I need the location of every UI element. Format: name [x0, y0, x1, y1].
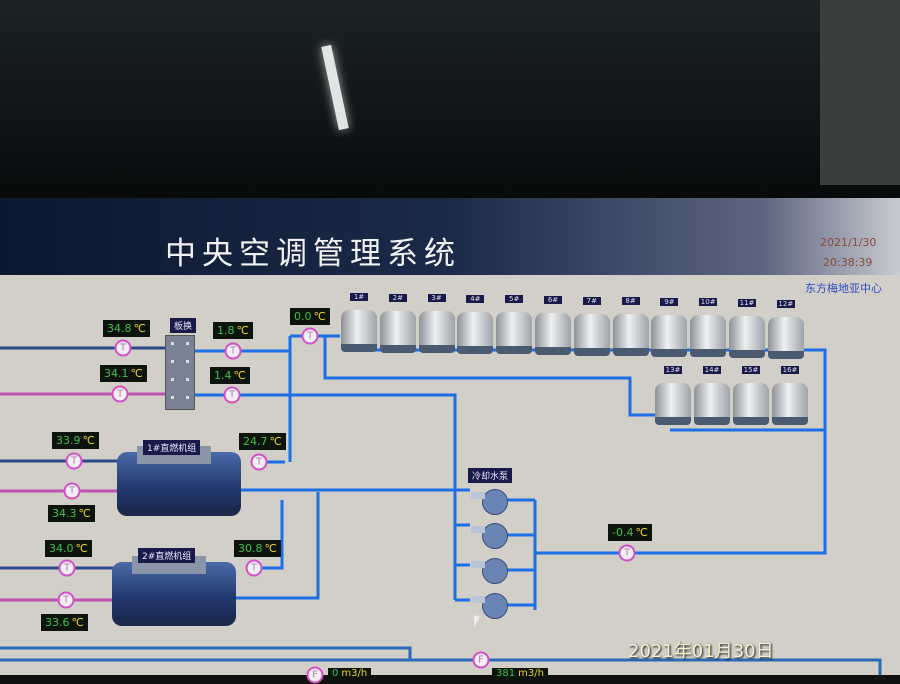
cooling-tower-label: 14#	[703, 366, 721, 374]
date-display: 2021/1/30	[820, 236, 877, 249]
cooling-tower[interactable]	[379, 310, 416, 353]
cooling-tower[interactable]	[729, 316, 765, 358]
cooling-pump[interactable]	[471, 489, 508, 515]
cooling-tower-label: 6#	[544, 296, 562, 304]
cooling-pump-label: 冷却水泵	[468, 468, 513, 483]
mouse-cursor	[474, 615, 480, 627]
photo-date-stamp: 2021年01月30日	[628, 641, 774, 662]
cooling-tower[interactable]	[772, 383, 808, 425]
temp-readout: 1.8℃	[213, 322, 253, 339]
cooling-pump[interactable]	[471, 593, 508, 619]
cooling-tower-label: 15#	[742, 366, 760, 374]
temp-readout: 0.0℃	[290, 308, 330, 325]
chiller-1-label: 1#直燃机组	[143, 440, 201, 455]
temp-readout: 30.8℃	[234, 540, 281, 557]
temperature-sensor[interactable]: T	[114, 339, 132, 357]
cooling-tower-label: 5#	[505, 295, 524, 304]
temp-readout: 34.3℃	[48, 505, 95, 522]
pipe	[350, 348, 827, 610]
cooling-tower-label: 13#	[664, 366, 682, 374]
cooling-tower-label: 3#	[427, 294, 446, 303]
pipe	[235, 492, 320, 600]
pipe	[0, 459, 120, 570]
temperature-sensor[interactable]: T	[65, 452, 83, 470]
cooling-tower[interactable]	[767, 316, 804, 359]
cooling-tower-label: 12#	[776, 299, 795, 308]
temp-readout: 34.1℃	[100, 365, 147, 382]
temperature-sensor[interactable]: T	[618, 544, 636, 562]
temp-readout: 34.0℃	[45, 540, 92, 557]
chiller-2[interactable]	[112, 556, 236, 626]
cooling-pump[interactable]	[471, 558, 508, 584]
cooling-tower-label: 16#	[781, 366, 799, 374]
temperature-sensor[interactable]: T	[111, 385, 129, 403]
cooling-tower[interactable]	[612, 314, 649, 357]
cooling-tower-label: 9#	[660, 297, 679, 306]
temperature-sensor[interactable]: T	[223, 386, 241, 404]
temp-readout: 33.9℃	[52, 432, 99, 449]
cooling-tower[interactable]	[694, 383, 730, 425]
cooling-tower-label: 10#	[699, 298, 718, 307]
temperature-sensor[interactable]: T	[58, 559, 76, 577]
heat-exchanger-label: 板换	[170, 318, 197, 333]
cooling-tower[interactable]	[733, 383, 769, 425]
cooling-tower[interactable]	[535, 313, 571, 355]
pipe	[195, 393, 470, 602]
cooling-tower[interactable]	[690, 315, 727, 358]
cooling-tower[interactable]	[418, 311, 455, 354]
temperature-sensor[interactable]: T	[301, 327, 319, 345]
pipe	[0, 646, 882, 675]
chiller-2-label: 2#直燃机组	[138, 548, 196, 563]
temperature-sensor[interactable]: T	[245, 559, 263, 577]
cooling-tower-label: 7#	[582, 296, 601, 305]
temp-readout: 34.8℃	[103, 320, 150, 337]
cooling-tower-label: 2#	[388, 293, 407, 302]
pipe	[240, 460, 455, 492]
flow-sensor[interactable]: F	[472, 651, 490, 669]
pipe	[323, 336, 660, 417]
time-display: 20:38:39	[823, 256, 873, 269]
cooling-tower[interactable]	[457, 311, 494, 354]
organization-name: 东方梅地亚中心	[805, 282, 882, 295]
cooling-tower[interactable]	[655, 383, 691, 425]
temperature-sensor[interactable]: T	[57, 591, 75, 609]
temp-readout: -0.4℃	[608, 524, 652, 541]
cooling-tower[interactable]	[341, 310, 377, 352]
temperature-sensor[interactable]: T	[250, 453, 268, 471]
temp-readout: 33.6℃	[41, 614, 88, 631]
chiller-1[interactable]	[117, 446, 241, 516]
heat-exchanger[interactable]	[165, 335, 195, 410]
cooling-tower-label: 8#	[621, 297, 640, 306]
cooling-pump[interactable]	[471, 523, 508, 549]
cooling-tower-label: 11#	[738, 299, 756, 307]
cooling-tower[interactable]	[651, 314, 688, 357]
cooling-tower[interactable]	[573, 313, 610, 356]
flow-sensor[interactable]: F	[306, 666, 324, 684]
temp-readout: 24.7℃	[239, 433, 286, 450]
cooling-tower-label: 1#	[350, 293, 368, 301]
cooling-tower[interactable]	[496, 312, 533, 355]
background-photo-area	[0, 0, 900, 200]
temperature-sensor[interactable]: T	[224, 342, 242, 360]
page-title: 中央空调管理系统	[165, 236, 461, 272]
header-bar	[0, 198, 900, 278]
temperature-sensor[interactable]: T	[63, 482, 81, 500]
cooling-tower-label: 4#	[466, 294, 485, 303]
temp-readout: 1.4℃	[210, 367, 250, 384]
